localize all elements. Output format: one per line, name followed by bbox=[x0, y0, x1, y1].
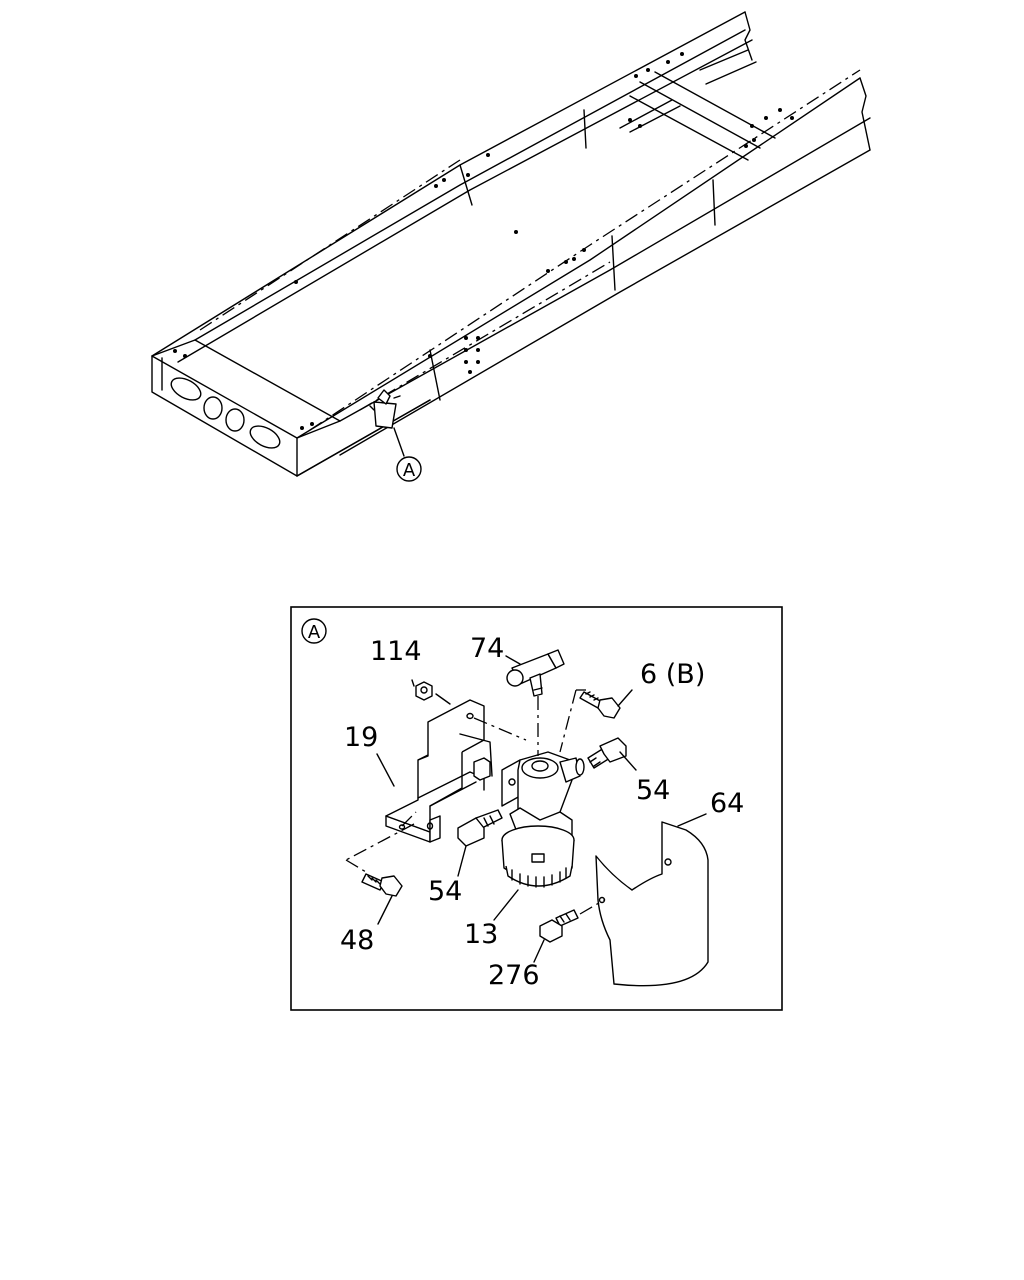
bolt-6b-icon bbox=[579, 691, 621, 719]
union-fitting-left-icon bbox=[457, 809, 503, 847]
fuel-filter-assembly-icon bbox=[501, 751, 585, 888]
detail-callout-a: A bbox=[396, 456, 422, 482]
part-labels: 114 74 6 (B) 19 54 64 54 48 13 276 bbox=[340, 633, 744, 991]
detail-frame: A bbox=[290, 606, 783, 1011]
part-label-13: 13 bbox=[464, 919, 498, 950]
fuel-filter-mount-icon bbox=[369, 389, 401, 429]
bolt-276-icon bbox=[539, 909, 579, 943]
part-label-276: 276 bbox=[488, 960, 540, 991]
mounting-bracket-icon bbox=[385, 699, 493, 843]
leader-lines bbox=[376, 655, 707, 963]
part-label-19: 19 bbox=[344, 722, 378, 753]
bolt-48-icon bbox=[361, 873, 403, 897]
part-label-54-left: 54 bbox=[428, 876, 462, 907]
assembly-lines bbox=[345, 689, 605, 915]
heat-shield-icon bbox=[595, 821, 709, 987]
part-label-54-right: 54 bbox=[636, 775, 670, 806]
part-label-74: 74 bbox=[470, 633, 504, 664]
part-label-48: 48 bbox=[340, 925, 374, 956]
frame-ref-label: A bbox=[308, 622, 321, 643]
part-label-64: 64 bbox=[710, 788, 744, 819]
tee-fitting-icon bbox=[506, 649, 565, 697]
chassis-frame-icon bbox=[151, 11, 871, 477]
detail-callout-a-label: A bbox=[403, 460, 416, 481]
union-fitting-right-icon bbox=[587, 737, 627, 769]
hex-nut-icon bbox=[415, 681, 433, 701]
part-label-114: 114 bbox=[370, 636, 422, 667]
part-label-6b: 6 (B) bbox=[640, 659, 705, 690]
